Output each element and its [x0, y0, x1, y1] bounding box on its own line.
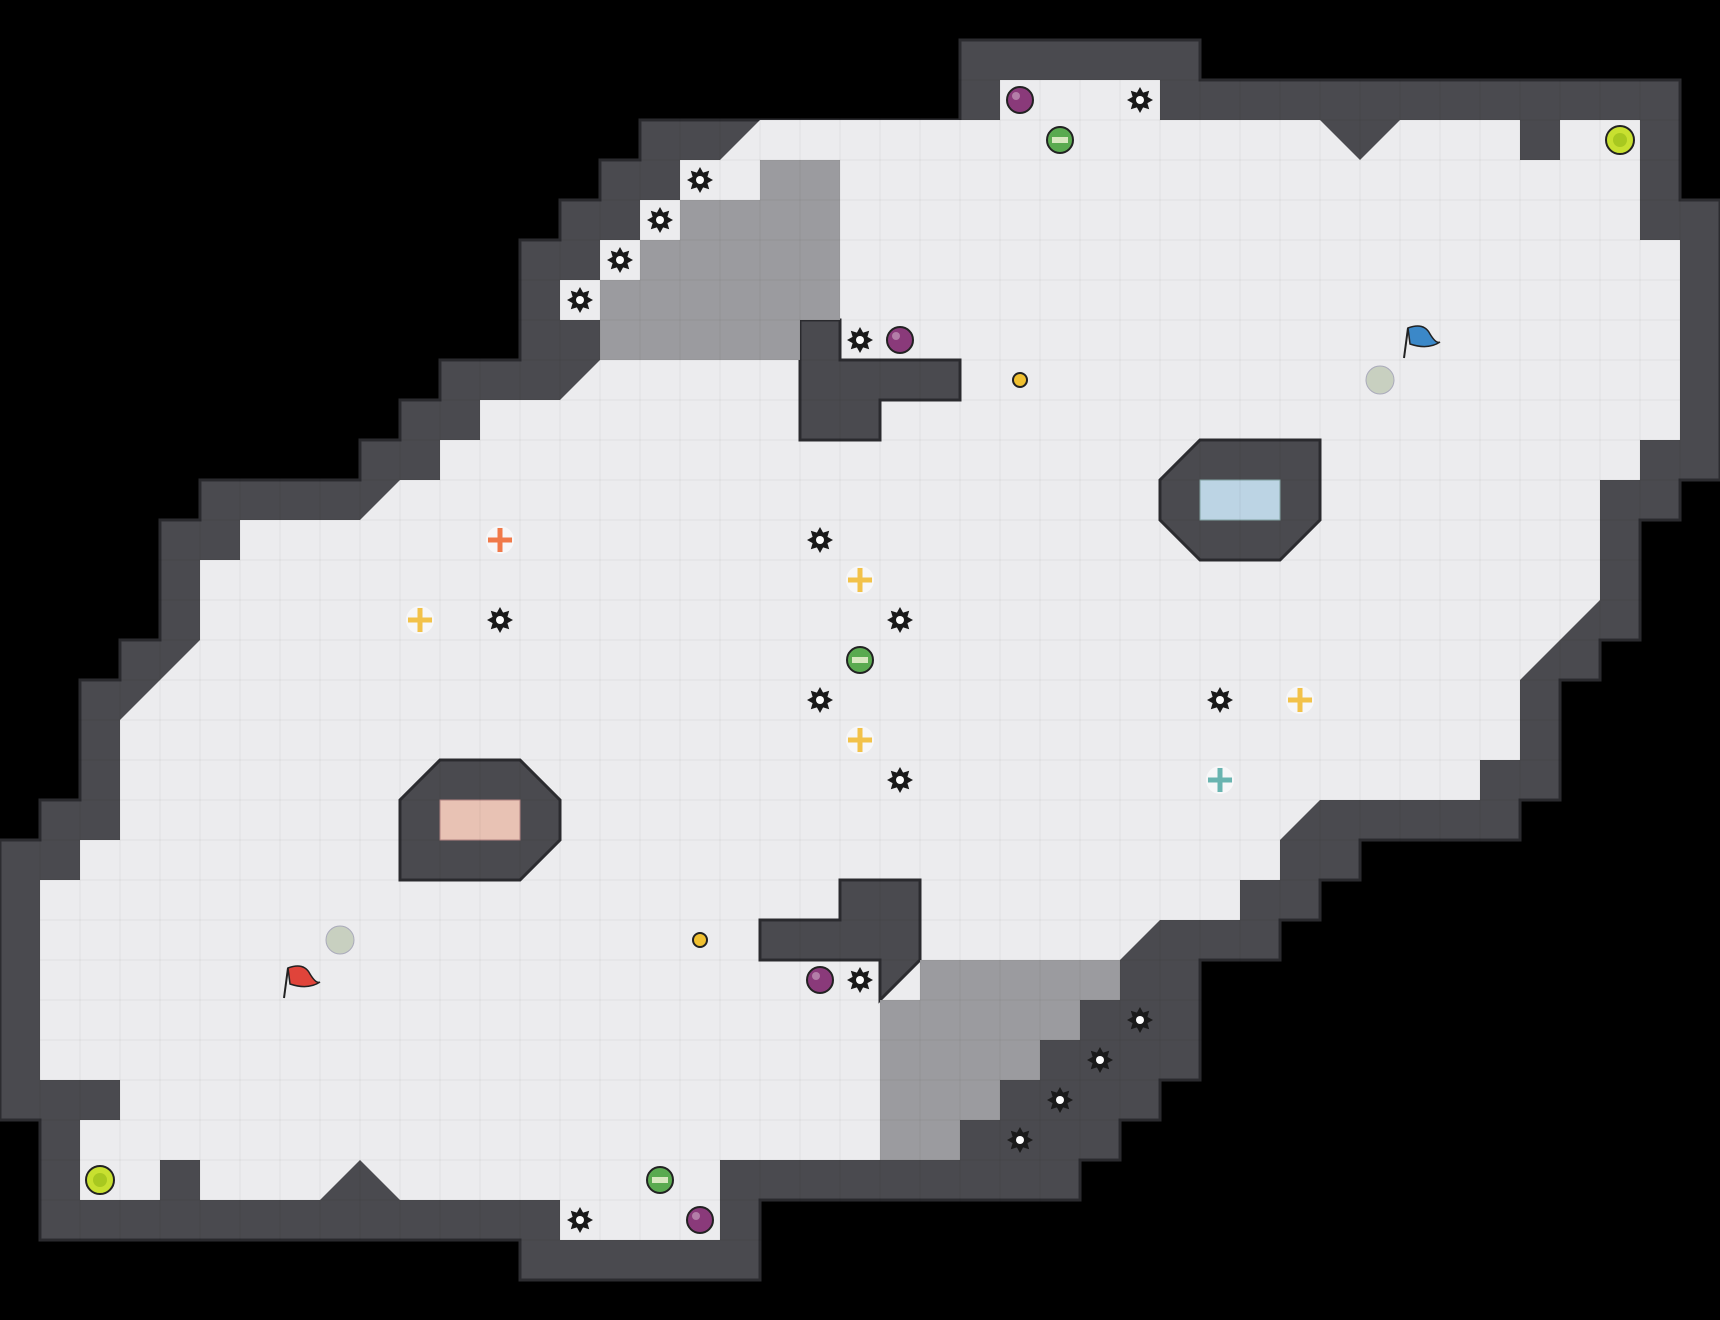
- booster-icon: [1206, 766, 1234, 794]
- bomb-icon: [886, 326, 914, 354]
- spike-icon: [1007, 1127, 1033, 1153]
- bomb-icon: [1006, 86, 1034, 114]
- button-icon: [692, 932, 708, 948]
- powerup-icon: [846, 646, 874, 674]
- booster-icon: [406, 606, 434, 634]
- speed-tile: [920, 960, 1120, 1000]
- spike-icon: [567, 1207, 593, 1233]
- button-icon: [1012, 372, 1028, 388]
- spike-icon: [647, 207, 673, 233]
- powerup-icon: [1046, 126, 1074, 154]
- spike-icon: [1047, 1087, 1073, 1113]
- spike-icon: [567, 287, 593, 313]
- spike-icon: [887, 767, 913, 793]
- spike-icon: [847, 327, 873, 353]
- speed-tile: [600, 280, 640, 320]
- wall-block-top: [798, 318, 962, 442]
- grid-lines: [39, 79, 1681, 1241]
- red-endzone: [439, 799, 521, 841]
- spike-icon: [887, 607, 913, 633]
- speed-tile: [680, 200, 840, 240]
- powerup-icon: [646, 1166, 674, 1194]
- speed-tile: [880, 1040, 1040, 1080]
- blue-flag-icon: [1403, 325, 1441, 359]
- entities: [85, 86, 1635, 1234]
- speed-tile: [760, 160, 840, 200]
- speed-tile: [600, 320, 800, 360]
- bomb-icon: [806, 966, 834, 994]
- spike-icon: [1087, 1047, 1113, 1073]
- booster-icon: [846, 726, 874, 754]
- speed-tile: [880, 1000, 1080, 1040]
- booster-icon: [486, 526, 514, 554]
- spike-icon: [807, 687, 833, 713]
- speed-tile: [880, 1080, 1000, 1120]
- speed-tiles: [600, 160, 1120, 1160]
- spike-icon: [487, 607, 513, 633]
- portal-icon: [85, 1165, 115, 1195]
- gate-marker-icon: [1365, 365, 1395, 395]
- spike-icon: [807, 527, 833, 553]
- spike-icon: [1207, 687, 1233, 713]
- red-flag-icon: [283, 965, 321, 999]
- booster-icon: [846, 566, 874, 594]
- gate-marker-icon: [325, 925, 355, 955]
- spike-icon: [1127, 1007, 1153, 1033]
- spike-icon: [607, 247, 633, 273]
- blue-endzone: [1199, 479, 1281, 521]
- booster-icon: [1286, 686, 1314, 714]
- bomb-icon: [686, 1206, 714, 1234]
- spike-icon: [847, 967, 873, 993]
- spike-icon: [1127, 87, 1153, 113]
- speed-tile: [640, 240, 840, 320]
- wall-block-bottom: [758, 878, 922, 1004]
- portal-icon: [1605, 125, 1635, 155]
- speed-tile: [880, 1120, 960, 1160]
- spike-icon: [687, 167, 713, 193]
